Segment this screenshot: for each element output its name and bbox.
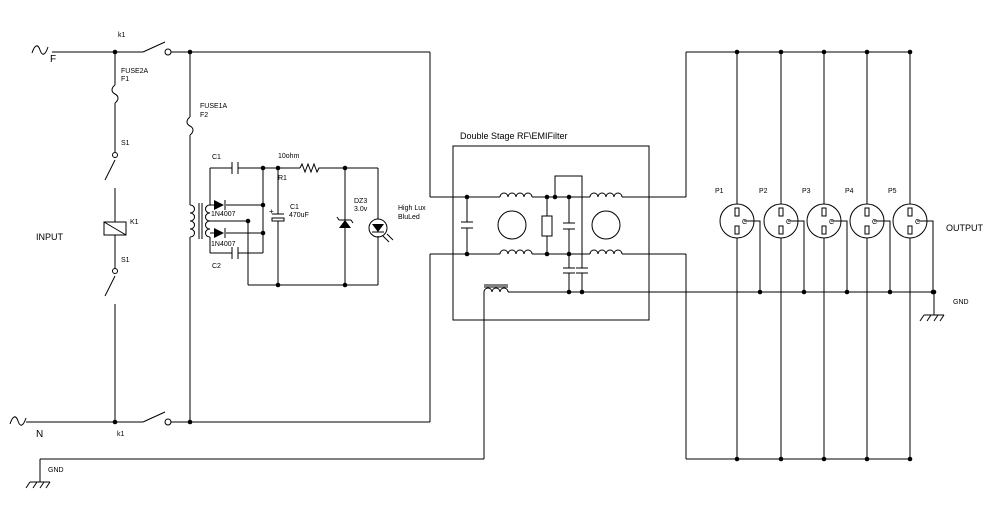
k1-top-label: k1 [118, 32, 126, 39]
c1-top-label: C1 [212, 154, 221, 161]
dz3-label: DZ3 [354, 198, 367, 205]
capacitor-c1-top [231, 162, 239, 174]
neutral-label: N [36, 429, 43, 440]
socket-label: P4 [845, 188, 854, 195]
r1-label: R1 [278, 175, 287, 182]
ground-left-icon [25, 481, 51, 489]
choke-1-icon [497, 192, 533, 255]
led-label-line2: BluLed [398, 214, 420, 221]
gnd-left-label: GND [48, 467, 64, 474]
socket-glyph: C [829, 219, 834, 226]
ac-source-neutral-icon [9, 416, 27, 426]
phase-label: F [50, 54, 56, 65]
ground-right-icon [919, 292, 945, 322]
socket-label: P5 [888, 188, 897, 195]
gnd-right-label: GND [953, 299, 969, 306]
socket-label: P2 [759, 188, 768, 195]
output-sockets: C P1C P2C P3C P4C P5 [715, 49, 936, 462]
filter-input-capacitor [461, 197, 473, 254]
output-bus [686, 51, 910, 460]
fuse-f2 [186, 52, 194, 422]
socket-p2: C P2 [759, 49, 807, 462]
switch-s1-top [104, 152, 118, 222]
s1-top-label: S1 [121, 140, 130, 147]
s1-bottom-label: S1 [121, 257, 130, 264]
socket-p4: C P4 [845, 49, 893, 462]
transformer-icon [189, 203, 211, 239]
f2-label: F2 [200, 112, 208, 119]
socket-label: P3 [802, 188, 811, 195]
socket-glyph: C [742, 219, 747, 226]
socket-p5: C P5 [888, 49, 936, 462]
rectifier-wiring [209, 167, 379, 286]
r-value-label: 10ohm [278, 153, 300, 160]
plus-sign: + [269, 207, 274, 216]
ground-choke-icon [483, 284, 934, 459]
diode-bottom-label: 1N4007 [211, 241, 236, 248]
relay-k1-label: K1 [130, 219, 139, 226]
c2-label: C2 [212, 263, 221, 270]
socket-p1: C P1 [715, 49, 763, 462]
diode-top-label: 1N4007 [211, 211, 236, 218]
ac-source-phase-icon [31, 45, 49, 55]
diode-bottom-icon [214, 228, 226, 238]
dz3-value-label: 3.0v [354, 206, 368, 213]
led-icon [368, 218, 394, 243]
output-label: OUTPUT [946, 223, 984, 233]
c1-value-label: 470uF [289, 212, 309, 219]
fuse2a-label: FUSE2A [121, 68, 149, 75]
socket-glyph: C [872, 219, 877, 226]
filter-middle-wires [532, 175, 590, 292]
electrolytic-capacitor-c1 [271, 168, 285, 285]
fuse1a-label: FUSE1A [200, 103, 228, 110]
k1-bottom-label: k1 [117, 431, 125, 438]
phase-wire [52, 41, 430, 56]
socket-glyph: C [786, 219, 791, 226]
filter-output-wires [622, 52, 687, 459]
switch-s1-bottom [104, 268, 118, 422]
filter-input-wires [429, 52, 500, 422]
input-label: INPUT [36, 232, 64, 242]
filter-title: Double Stage RF\EMIFilter [460, 131, 568, 141]
ground-left-wire [39, 458, 484, 482]
led-label-line1: High Lux [398, 205, 426, 212]
zener-dz3-icon [336, 168, 354, 285]
resistor-r1 [299, 162, 321, 174]
capacitor-c2 [231, 247, 239, 259]
socket-p3: C P3 [802, 49, 850, 462]
socket-label: P1 [715, 188, 724, 195]
relay-k1 [103, 221, 127, 268]
socket-glyph: C [915, 219, 920, 226]
diode-top-icon [214, 200, 226, 210]
choke-2-icon [589, 192, 623, 255]
emi-filter-box [452, 145, 650, 321]
c1-label: C1 [290, 204, 299, 211]
fuse-f1 [111, 52, 119, 152]
neutral-wire [26, 411, 430, 426]
f1-label: F1 [121, 76, 129, 83]
